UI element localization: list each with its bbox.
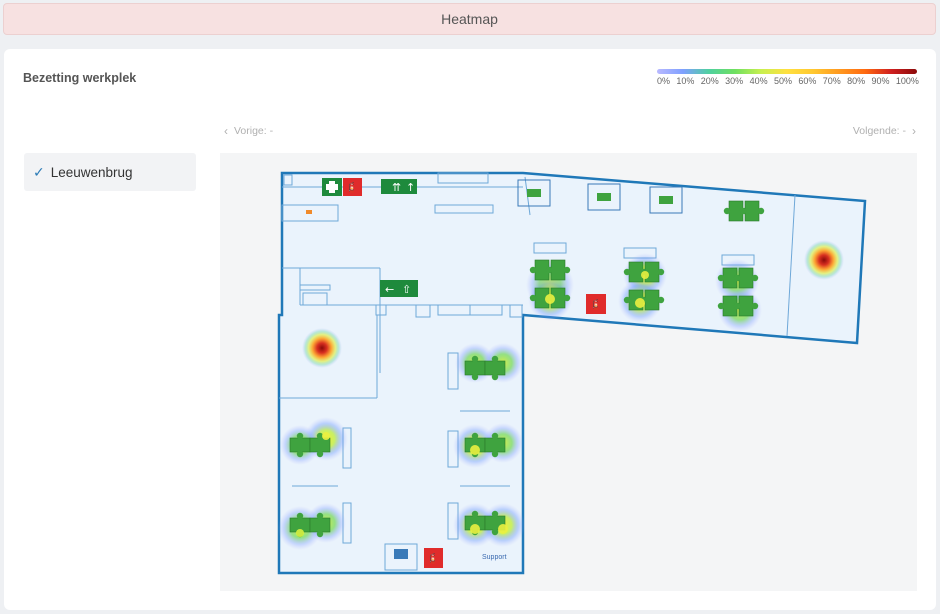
- legend-label: 100%: [895, 76, 919, 86]
- svg-text:🧯: 🧯: [427, 552, 439, 565]
- first-aid-sign: [322, 178, 342, 196]
- legend-label: 50%: [773, 76, 792, 86]
- card-title: Bezetting werkplek: [23, 71, 137, 85]
- fire-extinguisher-sign-middle: 🧯: [586, 294, 606, 314]
- legend-label: 0%: [657, 76, 671, 86]
- next-button[interactable]: Volgende: - ›: [853, 124, 916, 138]
- fire-extinguisher-sign-top: 🧯: [343, 178, 362, 196]
- chevron-left-icon: ‹: [224, 124, 228, 138]
- legend-color-scale: [657, 69, 917, 74]
- floorplan-svg[interactable]: 🧯 ⇈ ↑ ← ⇧ 🧯 🧯: [220, 153, 917, 591]
- emergency-exit-sign-middle: ← ⇧: [380, 280, 418, 297]
- emergency-exit-sign-top: ⇈ ↑: [381, 179, 417, 194]
- svg-text:←: ←: [385, 283, 394, 296]
- meeting-room-icons: [517, 179, 683, 214]
- legend-label: 10%: [676, 76, 695, 86]
- legend-labels: 0% 10% 20% 30% 40% 50% 60% 70% 80% 90% 100%: [657, 76, 919, 86]
- floorplan-map[interactable]: 🧯 ⇈ ↑ ← ⇧ 🧯 🧯: [220, 153, 917, 591]
- legend-label: 80%: [847, 76, 866, 86]
- legend-label: 60%: [798, 76, 817, 86]
- svg-text:⇈: ⇈: [392, 181, 401, 194]
- interior-walls: [279, 172, 796, 571]
- floor-outline: [277, 171, 867, 575]
- next-label: Volgende: -: [852, 125, 906, 137]
- meeting-room-icon-bottom: [394, 549, 408, 559]
- legend-label: 70%: [822, 76, 841, 86]
- heat-hotspots: [296, 271, 649, 537]
- checkmark-icon: ✓: [33, 164, 45, 180]
- svg-text:🧯: 🧯: [590, 298, 602, 311]
- sidebar-item-label: Leeuwenbrug: [50, 164, 133, 180]
- page-title: Heatmap: [441, 11, 498, 27]
- legend-label: 90%: [871, 76, 890, 86]
- sidebar-item-leeuwenbrug[interactable]: ✓ Leeuwenbrug: [24, 153, 196, 191]
- previous-label: Vorige: -: [234, 125, 274, 137]
- fire-extinguisher-sign-bottom: 🧯: [424, 548, 443, 568]
- svg-text:⇧: ⇧: [402, 283, 411, 296]
- heatmap-card: Bezetting werkplek 0% 10% 20% 30% 40% 50% 60% 7…: [4, 49, 936, 610]
- page-header: Heatmap: [3, 3, 936, 35]
- svg-text:🧯: 🧯: [346, 181, 358, 194]
- support-label: Support: [482, 554, 507, 561]
- legend-label: 20%: [700, 76, 719, 86]
- previous-button[interactable]: ‹ Vorige: -: [224, 124, 273, 138]
- heatmap-legend: 0% 10% 20% 30% 40% 50% 60% 70% 80% 90% 100%: [657, 69, 919, 89]
- svg-text:↑: ↑: [406, 181, 415, 194]
- legend-label: 30%: [725, 76, 744, 86]
- orange-marker: [306, 210, 312, 214]
- chevron-right-icon: ›: [912, 124, 916, 138]
- legend-label: 40%: [749, 76, 768, 86]
